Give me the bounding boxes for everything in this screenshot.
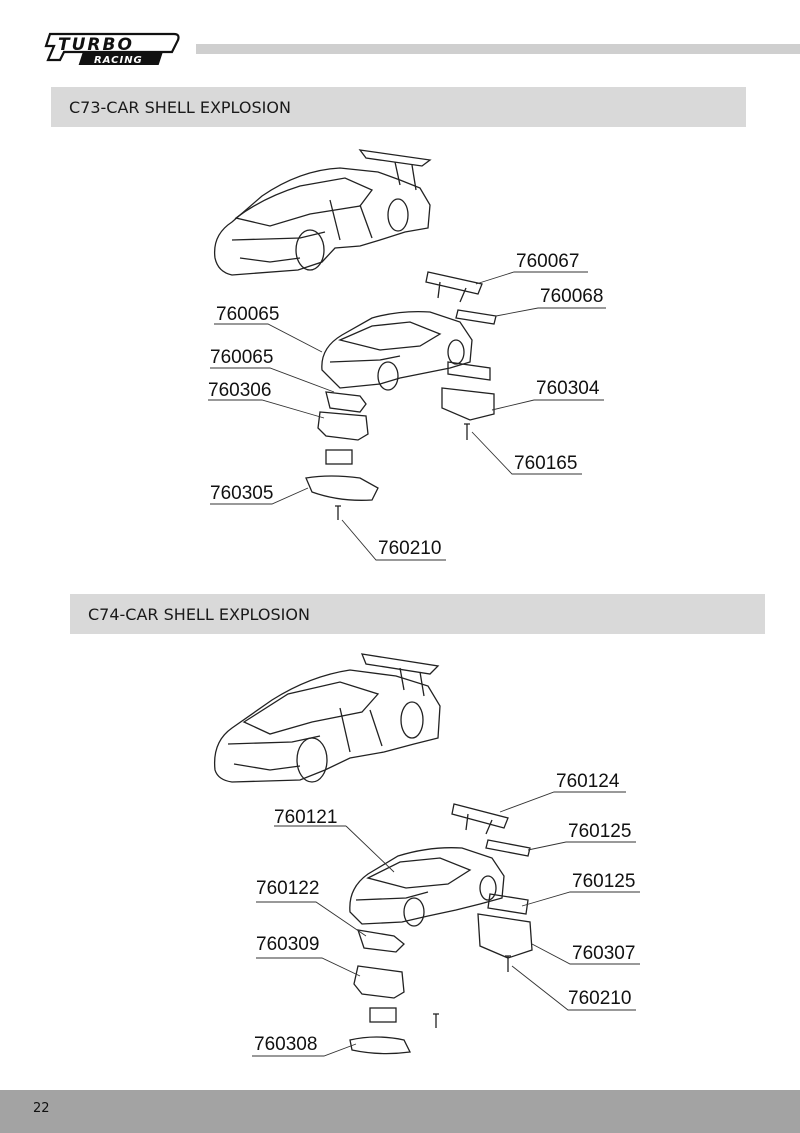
front-lip-illustration: [305, 475, 379, 501]
section-title-c73: C73-CAR SHELL EXPLOSION: [69, 97, 291, 117]
rear-bracket-illustration: [441, 361, 495, 421]
rear-wing-illustration: [451, 803, 509, 835]
c73-part-labels: 760067 760068 760065 760065 760306 76030…: [208, 251, 603, 559]
part-label-760210: 760210: [378, 538, 441, 559]
part-label-760065-b: 760065: [210, 347, 273, 368]
front-bracket-illustration: [353, 965, 405, 999]
screw-illustration: [433, 1013, 439, 1028]
clip-illustration: [325, 449, 353, 465]
car-shell-body-illustration: [349, 847, 505, 927]
front-lip-illustration: [349, 1036, 411, 1055]
part-label-760068: 760068: [540, 286, 603, 307]
front-bracket-illustration: [317, 411, 369, 441]
c73-explosion-diagram: 760067 760068 760065 760065 760306 76030…: [208, 149, 606, 561]
part-label-760305: 760305: [210, 483, 273, 504]
part-label-760165: 760165: [514, 453, 577, 474]
car-shell-body-illustration: [321, 310, 473, 391]
wing-mount-illustration: [455, 309, 497, 325]
brand-sub: RACING: [94, 55, 143, 66]
turbo-racing-logo: TURBO RACING: [44, 32, 180, 66]
clip-illustration: [369, 1007, 397, 1023]
part-label-760121: 760121: [274, 807, 337, 828]
car-shell-assembled-illustration: [213, 653, 441, 783]
screw-illustration: [335, 505, 341, 520]
headlight-insert-illustration: [357, 929, 405, 953]
section-title-bar-c74: C74-CAR SHELL EXPLOSION: [70, 594, 765, 634]
leader-lines: [208, 271, 606, 561]
section-title-bar-c73: C73-CAR SHELL EXPLOSION: [51, 87, 746, 127]
part-label-760210: 760210: [568, 988, 631, 1009]
part-label-760309: 760309: [256, 934, 319, 955]
c74-part-labels: 760124 760121 760125 760125 760122 76030…: [254, 771, 635, 1055]
rear-wing-illustration: [425, 271, 483, 303]
part-label-760307: 760307: [572, 943, 635, 964]
screw-illustration: [505, 955, 511, 972]
headlight-insert-illustration: [325, 391, 367, 413]
page-number: 22: [33, 1101, 50, 1116]
part-label-760304: 760304: [536, 378, 600, 399]
header-rule: [196, 44, 800, 54]
rear-lower-bracket-illustration: [477, 913, 533, 959]
part-label-760067: 760067: [516, 251, 579, 272]
screw-illustration: [464, 423, 470, 440]
part-label-760125-b: 760125: [572, 871, 635, 892]
wing-mount-illustration: [485, 839, 531, 857]
car-shell-assembled-illustration: [213, 149, 432, 276]
c74-explosion-diagram: 760124 760121 760125 760125 760122 76030…: [213, 653, 640, 1057]
part-label-760306: 760306: [208, 380, 271, 401]
part-label-760124: 760124: [556, 771, 620, 792]
part-label-760122: 760122: [256, 878, 319, 899]
rear-bracket-illustration: [487, 893, 529, 915]
brand-main: TURBO: [58, 35, 134, 55]
section-title-c74: C74-CAR SHELL EXPLOSION: [88, 604, 310, 624]
part-label-760308: 760308: [254, 1034, 317, 1055]
part-label-760065-a: 760065: [216, 304, 279, 325]
footer-bar: [0, 1090, 800, 1133]
part-label-760125-a: 760125: [568, 821, 631, 842]
leader-lines: [252, 791, 640, 1057]
